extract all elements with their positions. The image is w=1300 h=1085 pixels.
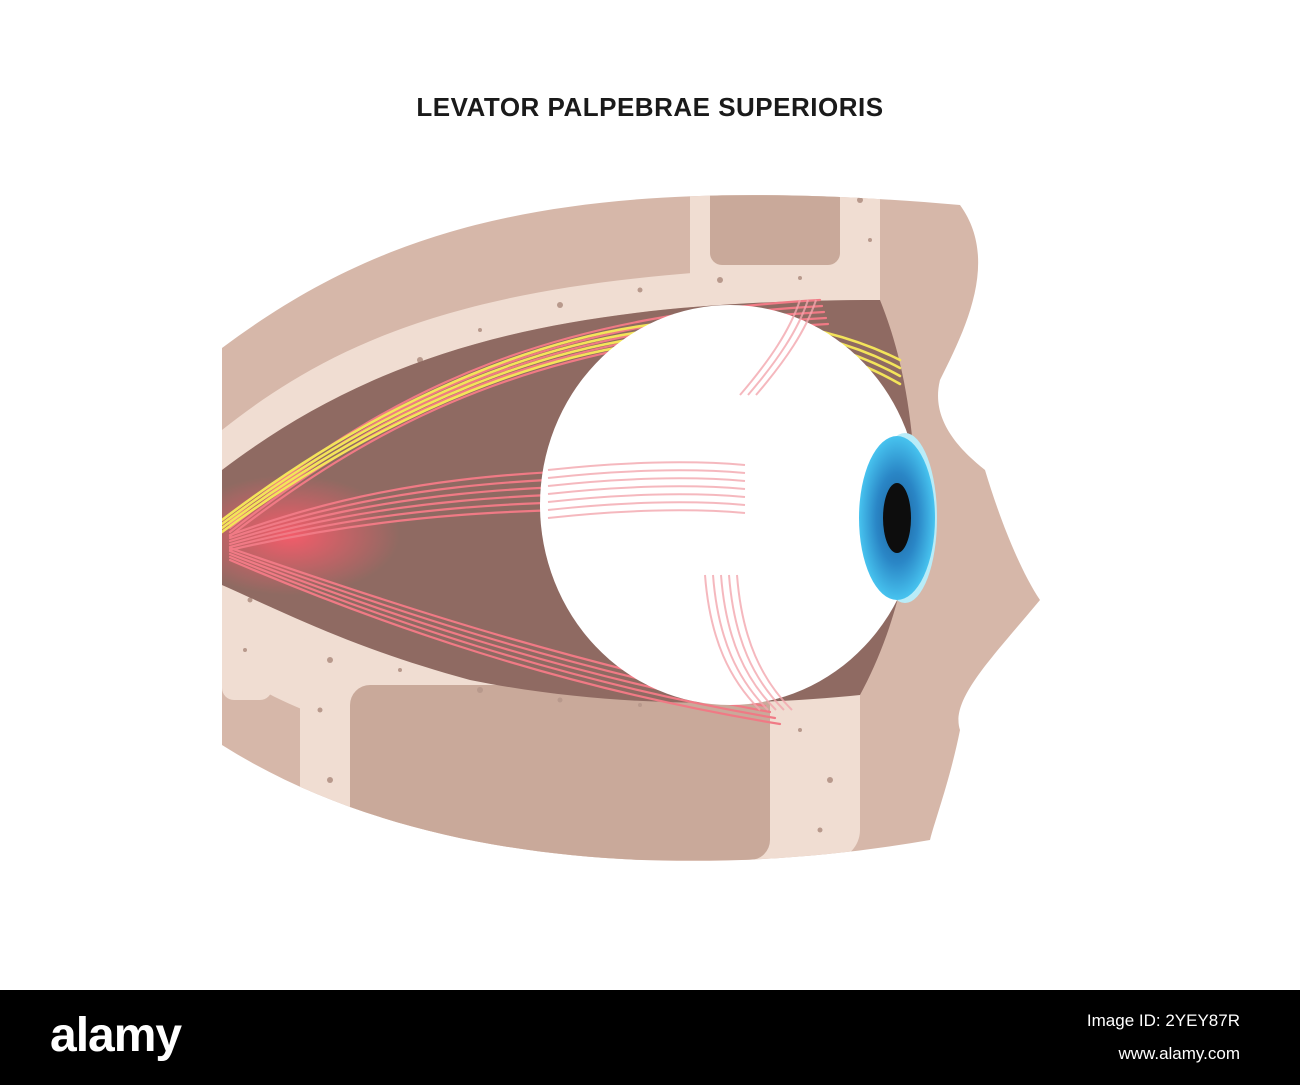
watermark-band [0, 990, 1300, 1085]
site-url-label: www.alamy.com [1118, 1044, 1240, 1063]
image-id-label: Image ID: 2YEY87R [1086, 1011, 1240, 1030]
pupil-icon [883, 483, 911, 553]
alamy-logo: alamy [50, 1009, 182, 1062]
diagram-title: LEVATOR PALPEBRAE SUPERIORIS [416, 92, 884, 122]
eye-orbit-illustration [222, 195, 1040, 861]
eyeball-icon [540, 299, 937, 711]
